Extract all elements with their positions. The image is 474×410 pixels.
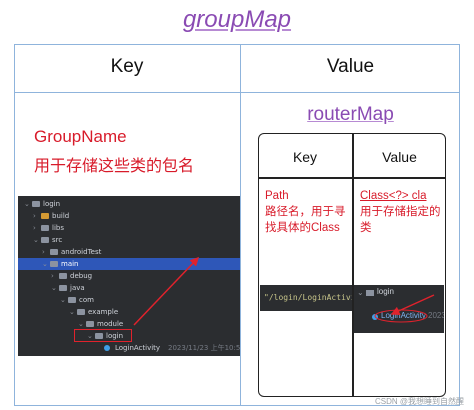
class-icon bbox=[104, 345, 110, 351]
class-label: Class<?> cla bbox=[360, 190, 427, 202]
class-arrow bbox=[390, 294, 435, 316]
router-map-column-divider bbox=[352, 133, 354, 397]
tree-row[interactable]: ⌄ src bbox=[18, 234, 240, 246]
class-highlight-ellipse bbox=[374, 309, 428, 323]
tree-row-label: src bbox=[52, 236, 63, 244]
chevron-icon[interactable]: › bbox=[33, 224, 36, 232]
folder-icon bbox=[32, 201, 40, 207]
tree-row-label: main bbox=[61, 260, 79, 268]
outer-header-divider bbox=[14, 92, 460, 93]
mini-folder-label: login bbox=[377, 287, 394, 296]
folder-icon bbox=[41, 213, 49, 219]
tree-row[interactable]: › build bbox=[18, 210, 240, 222]
folder-icon bbox=[95, 333, 103, 339]
tree-row[interactable]: ⌄ example bbox=[18, 306, 240, 318]
path-label: Path bbox=[265, 190, 289, 202]
chevron-icon[interactable]: › bbox=[33, 212, 36, 220]
folder-icon bbox=[41, 225, 49, 231]
mini-class-date: 2023/1 bbox=[428, 311, 444, 320]
tree-row-label: androidTest bbox=[61, 248, 102, 256]
chevron-icon[interactable]: ⌄ bbox=[69, 308, 75, 316]
tree-row-label: LoginActivity bbox=[115, 344, 161, 352]
login-highlight-box bbox=[74, 329, 132, 342]
tree-row-meta: 2023/11/23 上午10:58, 826 B bbox=[168, 344, 240, 352]
folder-icon bbox=[50, 249, 58, 255]
folder-icon bbox=[59, 273, 67, 279]
tree-row-label: module bbox=[97, 320, 124, 328]
folder-icon bbox=[41, 237, 49, 243]
path-code-text: "/login/LoginActivity" bbox=[264, 293, 352, 302]
tree-row[interactable]: › libs bbox=[18, 222, 240, 234]
tree-row[interactable]: ⌄ login bbox=[18, 198, 240, 210]
tree-row[interactable]: ⌄ main bbox=[18, 258, 240, 270]
tree-row[interactable]: › androidTest bbox=[18, 246, 240, 258]
tree-row[interactable]: LoginActivity 2023/11/23 上午10:58, 826 B bbox=[18, 342, 240, 354]
chevron-icon[interactable]: ⌄ bbox=[60, 296, 66, 304]
watermark: CSDN @我想睡到自然醒 bbox=[374, 397, 464, 406]
value-header: Value bbox=[326, 56, 375, 77]
diagram-title: groupMap bbox=[182, 6, 292, 33]
folder-icon bbox=[77, 309, 85, 315]
path-code-screenshot: "/login/LoginActivity" bbox=[260, 285, 352, 311]
tree-row-label: java bbox=[70, 284, 85, 292]
tree-row-label: login bbox=[43, 200, 61, 208]
tree-row-label: com bbox=[79, 296, 94, 304]
tree-row-label: login bbox=[106, 332, 124, 340]
folder-icon bbox=[86, 321, 94, 327]
chevron-icon[interactable]: ⌄ bbox=[33, 236, 39, 244]
tree-row[interactable]: ⌄ com bbox=[18, 294, 240, 306]
chevron-icon[interactable]: › bbox=[51, 272, 54, 280]
group-name-label: GroupName bbox=[34, 127, 127, 146]
mini-class-label: LoginActivity bbox=[381, 311, 426, 320]
chevron-icon[interactable]: ⌄ bbox=[51, 284, 57, 292]
folder-icon bbox=[68, 297, 76, 303]
chevron-icon[interactable]: › bbox=[42, 248, 45, 256]
outer-column-divider bbox=[240, 44, 241, 406]
ide-project-tree-screenshot: ⌄ login › build › libs ⌄ src › androidTest ⌄ main › d… bbox=[18, 196, 240, 356]
tree-row-label: debug bbox=[70, 272, 93, 280]
folder-icon bbox=[59, 285, 67, 291]
router-map-header-divider bbox=[258, 177, 446, 179]
router-key-header: Key bbox=[292, 149, 318, 165]
chevron-icon[interactable]: ⌄ bbox=[42, 260, 48, 268]
router-map-title: routerMap bbox=[307, 104, 394, 125]
chevron-icon[interactable]: ⌄ bbox=[87, 332, 93, 340]
path-description: 路径名，用于寻找具体的Class bbox=[265, 206, 346, 234]
tree-row[interactable]: ⌄ java bbox=[18, 282, 240, 294]
outer-table bbox=[14, 44, 460, 406]
class-description: 用于存储指定的类 bbox=[360, 206, 441, 234]
chevron-icon[interactable]: ⌄ bbox=[78, 320, 84, 328]
group-name-description: 用于存储这些类的包名 bbox=[34, 158, 195, 175]
tree-row[interactable]: ⌄ login bbox=[18, 330, 240, 342]
chevron-down-icon: ⌄ bbox=[357, 288, 364, 297]
chevron-icon[interactable]: ⌄ bbox=[24, 200, 30, 208]
tree-row[interactable]: ⌄ module bbox=[18, 318, 240, 330]
tree-row-label: libs bbox=[52, 224, 64, 232]
tree-row-label: build bbox=[52, 212, 70, 220]
tree-row-label: example bbox=[88, 308, 119, 316]
folder-icon bbox=[366, 290, 374, 296]
ide-arrow bbox=[133, 256, 200, 326]
router-value-header: Value bbox=[382, 149, 417, 165]
key-header: Key bbox=[110, 56, 144, 77]
folder-icon bbox=[50, 261, 58, 267]
tree-row[interactable]: › debug bbox=[18, 270, 240, 282]
